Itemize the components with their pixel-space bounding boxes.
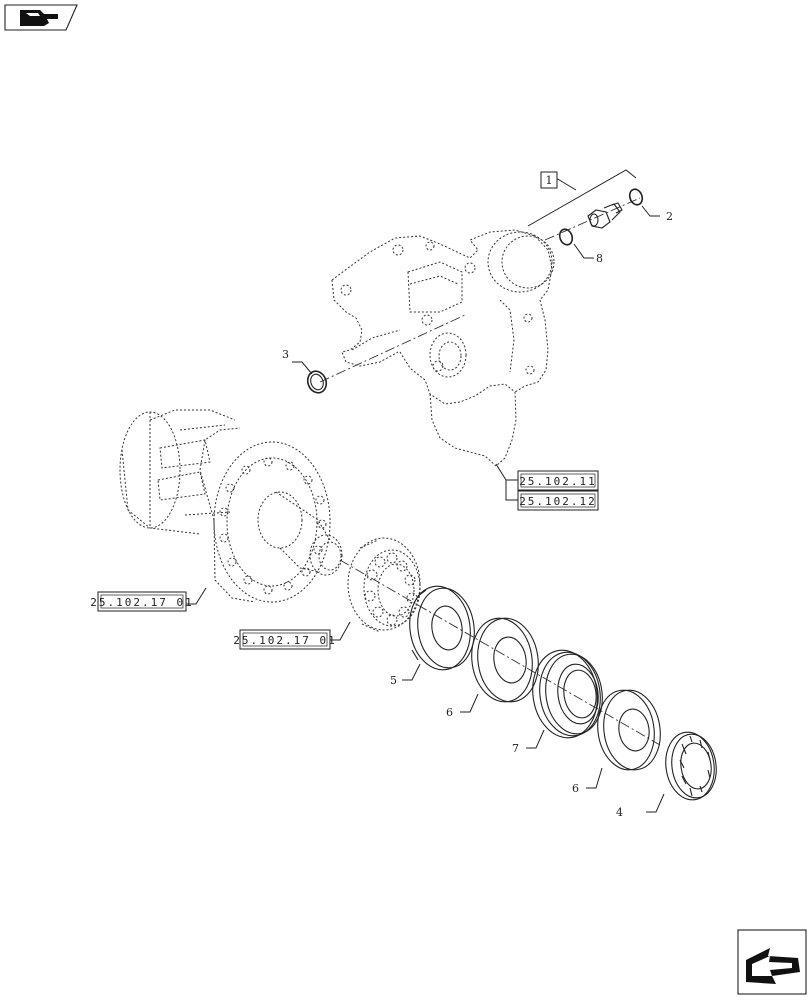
o-ring-3: [306, 370, 328, 394]
kit-1-label: 1: [540, 171, 558, 189]
axle-housing: [331, 229, 555, 467]
wheel-bearing: [347, 537, 421, 633]
thrust-washer-6-inner: [471, 617, 539, 703]
part-number-5: 5: [390, 674, 397, 687]
part-number-6-outer: 6: [572, 782, 579, 795]
svg-text:1: 1: [546, 174, 553, 187]
housing-ref-b-link[interactable]: 25.102.12: [517, 490, 599, 511]
wheel-hub: [119, 409, 343, 603]
part-number-2: 2: [666, 210, 673, 223]
svg-text:25.102.17 01: 25.102.17 01: [233, 634, 336, 647]
svg-text:25.102.17 01: 25.102.17 01: [90, 596, 193, 609]
thrust-washer-6-outer: [597, 689, 661, 771]
part-number-4: 4: [616, 806, 623, 819]
svg-text:25.102.11: 25.102.11: [519, 475, 597, 488]
kit-bracket: [527, 169, 637, 227]
o-ring-2: [628, 188, 644, 206]
part-number-7: 7: [512, 742, 519, 755]
o-ring-8: [558, 228, 574, 246]
breather-fitting: [587, 202, 623, 229]
hand-pointing-icon[interactable]: [4, 4, 78, 31]
hub-ref-link[interactable]: 25.102.17 01: [90, 591, 193, 612]
part-number-3: 3: [282, 348, 289, 361]
next-page-arrow-icon[interactable]: [737, 929, 807, 995]
housing-ref-a-link[interactable]: 25.102.11: [517, 470, 599, 491]
part-number-6-inner: 6: [446, 706, 453, 719]
needle-bearing-4: [665, 731, 717, 801]
bearing-ref-link[interactable]: 25.102.17 01: [233, 629, 336, 650]
part-number-8: 8: [596, 252, 603, 265]
thrust-washer-5: [409, 585, 475, 671]
svg-text:25.102.12: 25.102.12: [519, 495, 597, 508]
ring-7: [532, 649, 603, 739]
